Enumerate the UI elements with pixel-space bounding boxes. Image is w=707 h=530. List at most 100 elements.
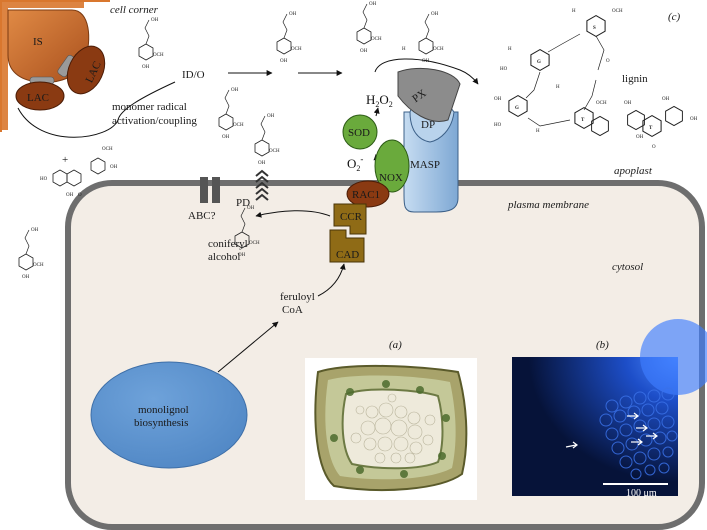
svg-text:OH: OH [369, 2, 377, 7]
stem-cross-section-micrograph [305, 358, 477, 500]
sod-enzyme [342, 114, 378, 150]
coniferyl-alcohol-structure: OH OCH OH [234, 206, 260, 258]
svg-text:OH: OH [31, 228, 39, 233]
svg-text:OH: OH [494, 97, 502, 102]
svg-text:OH: OH [66, 193, 74, 198]
cytosol-label: cytosol [612, 261, 643, 273]
cell-corner-label: cell corner [110, 4, 159, 16]
px-protein [397, 67, 461, 122]
o2-radical-label: O2- [347, 154, 363, 173]
svg-text:OH: OH [151, 18, 159, 23]
svg-text:OH: OH [22, 275, 30, 280]
abc-label: ABC? [188, 210, 216, 222]
svg-text:OH: OH [110, 165, 118, 170]
cad-enzyme [329, 229, 365, 263]
svg-text:OH: OH [431, 12, 439, 17]
arrow-biosynthesis-to-feruloyl [217, 321, 279, 373]
panel-a-label: (a) [389, 339, 402, 351]
masp-label: MASP [410, 159, 440, 171]
svg-text:OCH: OCH [102, 147, 113, 152]
arrow-feruloyl-to-cad [317, 263, 346, 297]
scale-bar-label: 100 μm [626, 488, 657, 499]
svg-text:S: S [593, 26, 596, 31]
svg-text:H: H [556, 85, 560, 90]
arrow-to-pd [255, 210, 331, 218]
monomer-2: OH OCH OH [218, 88, 244, 140]
svg-text:OH: OH [289, 12, 297, 17]
svg-text:H: H [572, 9, 576, 14]
svg-text:T: T [649, 126, 653, 131]
svg-text:H: H [536, 129, 540, 134]
id-o-label: ID/O [182, 69, 205, 81]
svg-text:OH: OH [690, 117, 698, 122]
nox-label: NOX [379, 172, 403, 184]
svg-text:HO: HO [500, 67, 508, 72]
svg-text:T: T [581, 118, 585, 123]
coupling-curve [17, 81, 176, 138]
biosynthesis-line1: monolignol [138, 404, 189, 416]
svg-text:OCH: OCH [153, 53, 164, 58]
monomer-1: OH OCH OH [138, 18, 164, 70]
flavonoid: HO OCH OH OH O [40, 147, 118, 198]
lac-large-label: LAC [27, 92, 49, 104]
dp-label: DP [421, 119, 435, 131]
apoplast-label: apoplast [614, 165, 653, 177]
rac1-label: RAC1 [352, 189, 380, 201]
feruloyl-line2: CoA [282, 304, 303, 316]
monomer-5: OH OCH OH [356, 2, 382, 54]
svg-text:OCH: OCH [433, 47, 444, 52]
pd-channel [255, 169, 269, 201]
lac-large [15, 81, 65, 111]
feruloyl-line1: feruloyl [280, 291, 315, 303]
svg-text:OCH: OCH [269, 149, 280, 154]
coniferyl-line2: alcohol [208, 251, 240, 263]
lac-small [66, 45, 106, 95]
svg-text:O: O [652, 145, 656, 150]
svg-text:G: G [515, 106, 519, 111]
svg-text:OH: OH [636, 135, 644, 140]
monomer-4: OH OCH OH [276, 12, 302, 64]
monomer-3: OH OCH OH [254, 114, 280, 166]
arrow-to-lignin [374, 58, 479, 85]
svg-text:OH: OH [360, 49, 368, 54]
cad-label: CAD [336, 249, 359, 261]
nox-enzyme [374, 139, 410, 193]
masp-protein [403, 111, 459, 213]
svg-text:OH: OH [142, 65, 150, 70]
svg-text:OCH: OCH [612, 9, 623, 14]
svg-text:O: O [606, 59, 610, 64]
monomer-6: OH H OCH OH [402, 12, 444, 64]
svg-text:OH: OH [422, 59, 430, 64]
arrow-to-h2o2 [373, 107, 380, 117]
svg-text:OH: OH [238, 253, 246, 258]
abc-transporter-left [200, 177, 208, 203]
rac1-protein [346, 180, 390, 208]
svg-text:OH: OH [231, 88, 239, 93]
is-label: IS [33, 36, 43, 48]
svg-text:OCH: OCH [291, 47, 302, 52]
fluorescence-micrograph: 100 μm [512, 319, 707, 499]
lignin-label: lignin [622, 73, 648, 85]
lignin-structure: (c) G S G T T H OCH H HO OH HO H [494, 9, 698, 150]
svg-text:OH: OH [247, 206, 255, 211]
svg-text:OCH: OCH [596, 101, 607, 106]
plasma-membrane-label: plasma membrane [507, 199, 589, 211]
h2o2-label: H2O2 [366, 92, 393, 109]
svg-text:OH: OH [662, 97, 670, 102]
monomer-line1: monomer radical [112, 101, 187, 113]
svg-text:OCH: OCH [33, 263, 44, 268]
svg-text:H: H [402, 47, 406, 52]
sod-label: SOD [348, 127, 370, 139]
ccr-label: CCR [340, 211, 363, 223]
abc-transporter-right [212, 177, 220, 203]
svg-text:OH: OH [624, 101, 632, 106]
plus-sign: + [62, 154, 68, 166]
coniferyl-line1: coniferyl [208, 238, 248, 250]
svg-text:O: O [78, 193, 82, 198]
svg-text:HO: HO [40, 177, 48, 182]
svg-text:OH: OH [222, 135, 230, 140]
panel-c-label: (c) [668, 11, 681, 23]
biosynthesis-line2: biosynthesis [134, 417, 188, 429]
svg-text:HO: HO [494, 123, 502, 128]
